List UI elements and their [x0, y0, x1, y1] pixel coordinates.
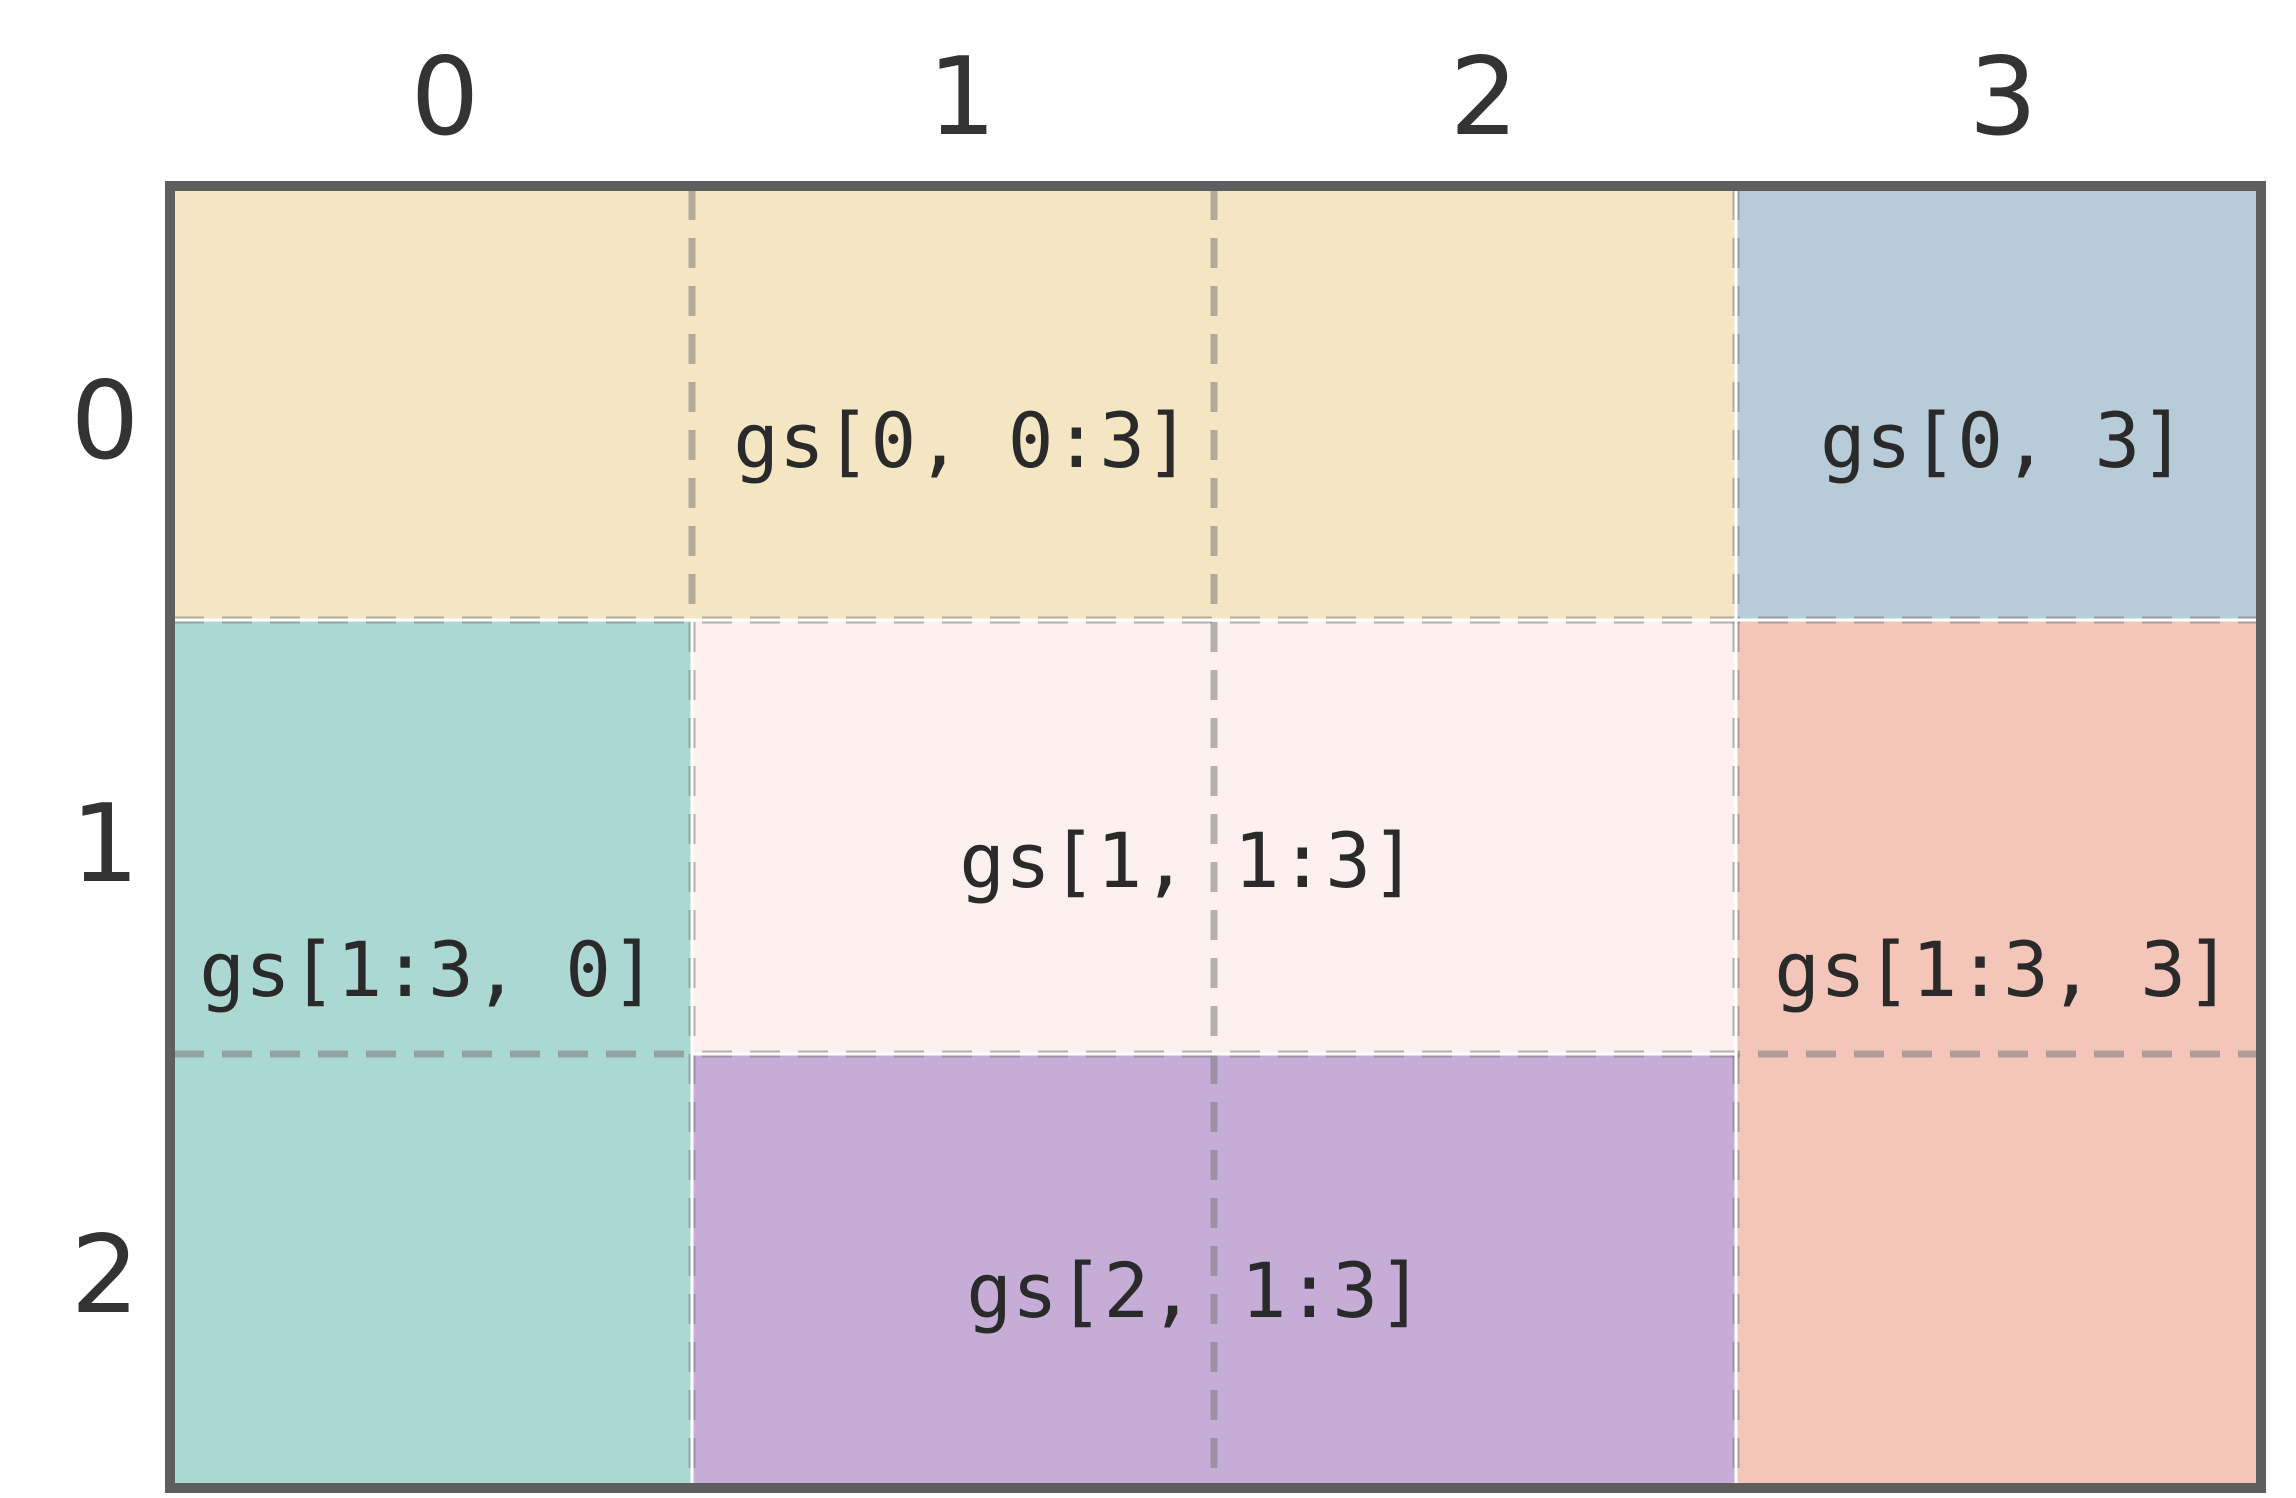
region-label-1: gs[0, 3]	[1820, 396, 2186, 485]
column-header-2: 2	[1449, 35, 1519, 160]
row-header-0: 0	[70, 359, 140, 484]
region-1	[1736, 186, 2261, 620]
grid-outer-border	[165, 181, 2266, 1493]
region-label-4: gs[1:3, 3]	[1774, 925, 2232, 1014]
region-label-5: gs[2, 1:3]	[966, 1246, 1424, 1335]
region-label-2: gs[1:3, 0]	[199, 925, 657, 1014]
row-header-1: 1	[70, 782, 140, 907]
region-0	[170, 186, 1736, 620]
row-header-2: 2	[70, 1213, 140, 1338]
column-header-1: 1	[927, 35, 997, 160]
region-label-0: gs[0, 0:3]	[733, 396, 1191, 485]
column-header-0: 0	[410, 35, 480, 160]
region-labels: gs[0, 0:3] gs[0, 3] gs[1:3, 0] gs[1, 1:3] gs…	[199, 396, 2232, 1335]
column-header-3: 3	[1968, 35, 2038, 160]
region-label-3: gs[1, 1:3]	[959, 816, 1417, 905]
